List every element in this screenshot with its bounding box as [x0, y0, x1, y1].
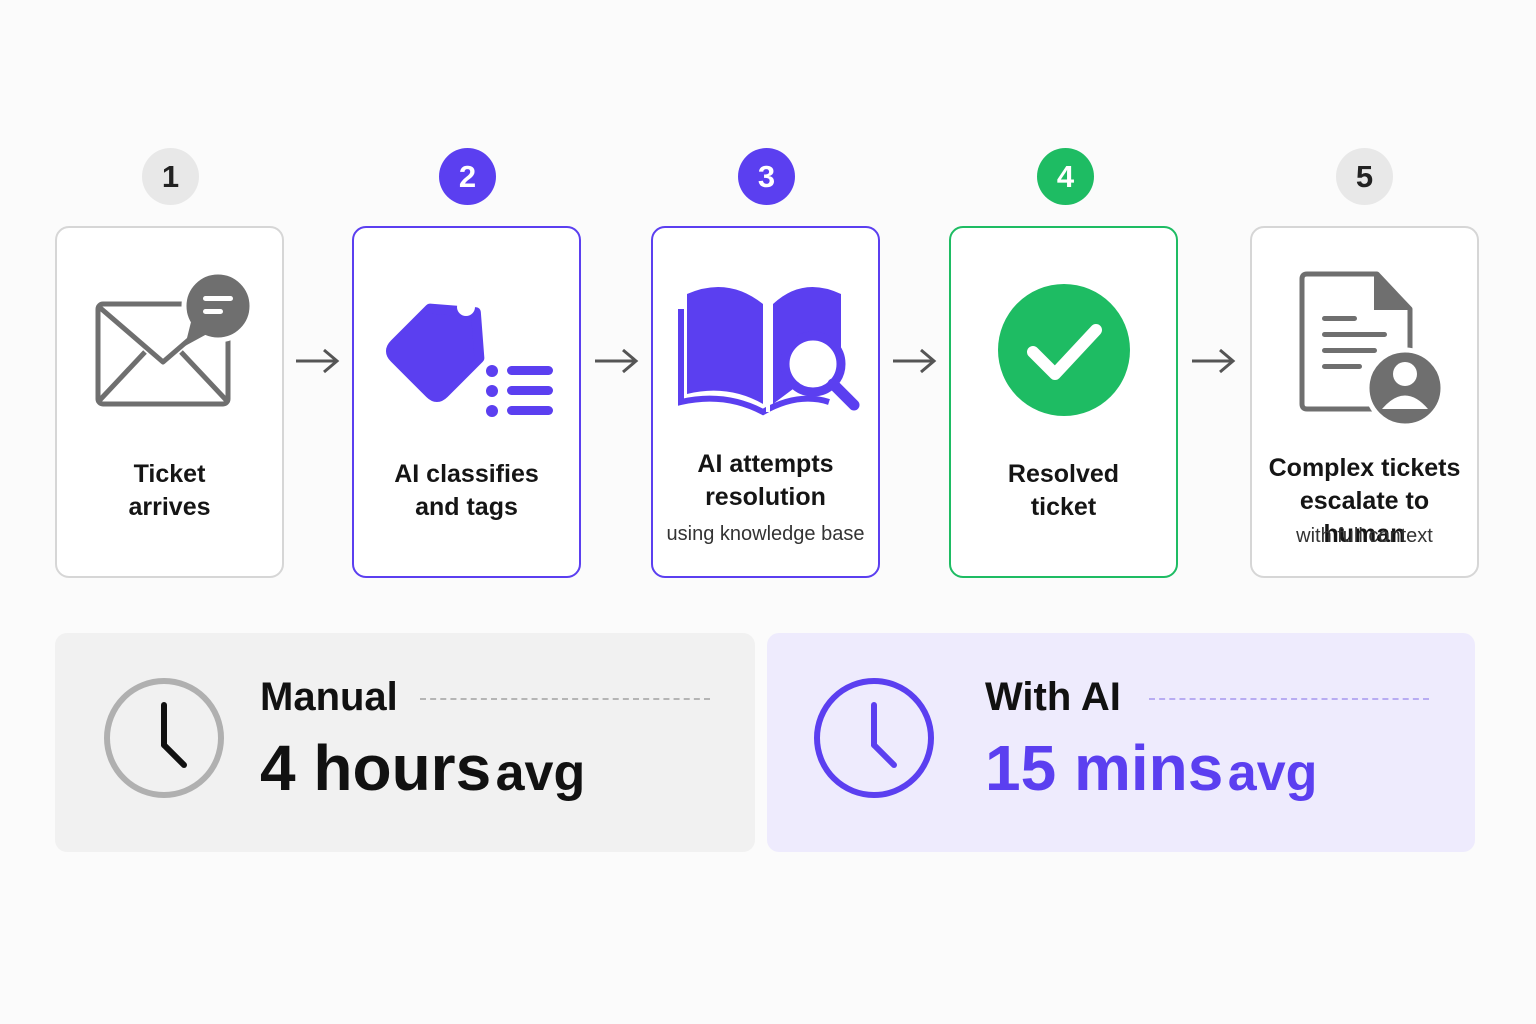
manual-label: Manual: [260, 675, 398, 719]
ai-time-panel: With AI 15 mins avg: [767, 633, 1475, 852]
step-3-card: AI attempts resolution using knowledge b…: [651, 226, 880, 578]
manual-value: 4 hours avg: [260, 732, 586, 804]
step-1-number: 1: [142, 148, 199, 205]
document-user-icon: [1299, 271, 1446, 429]
step-4-title: Resolved ticket: [1007, 460, 1120, 521]
step-2-number: 2: [439, 148, 496, 205]
step-4-card: Resolved ticket: [949, 226, 1178, 578]
manual-time-panel: Manual 4 hours avg: [55, 633, 755, 852]
step-3-number: 3: [738, 148, 795, 205]
book-search-icon: [678, 286, 860, 416]
arrow-right-icon: [296, 348, 340, 374]
arrow-right-icon: [893, 348, 937, 374]
step-2-card: AI classifies and tags: [352, 226, 581, 578]
step-5-title: Complex tickets escalate to human: [1268, 454, 1461, 548]
step-2-title: AI classifies and tags: [394, 460, 539, 521]
arrow-right-icon: [1192, 348, 1236, 374]
step-3-subtitle: using knowledge base: [666, 523, 865, 545]
clock-icon: [104, 678, 224, 798]
step-1-title: Ticket arrives: [128, 460, 211, 521]
ai-divider: [1149, 698, 1429, 700]
step-5-number: 5: [1336, 148, 1393, 205]
clock-icon: [814, 678, 934, 798]
envelope-chat-icon: [95, 269, 255, 407]
ai-value: 15 mins avg: [985, 732, 1318, 804]
step-3-title: AI attempts resolution: [697, 450, 834, 511]
manual-divider: [420, 698, 710, 700]
step-5-card: Complex tickets escalate to human with f…: [1250, 226, 1479, 578]
arrow-right-icon: [595, 348, 639, 374]
step-4-number: 4: [1037, 148, 1094, 205]
check-circle-icon: [998, 284, 1130, 416]
ai-label: With AI: [985, 675, 1121, 719]
step-5-subtitle: with full context: [1296, 525, 1433, 547]
step-1-card: Ticket arrives: [55, 226, 284, 578]
tag-list-icon: [386, 298, 553, 417]
